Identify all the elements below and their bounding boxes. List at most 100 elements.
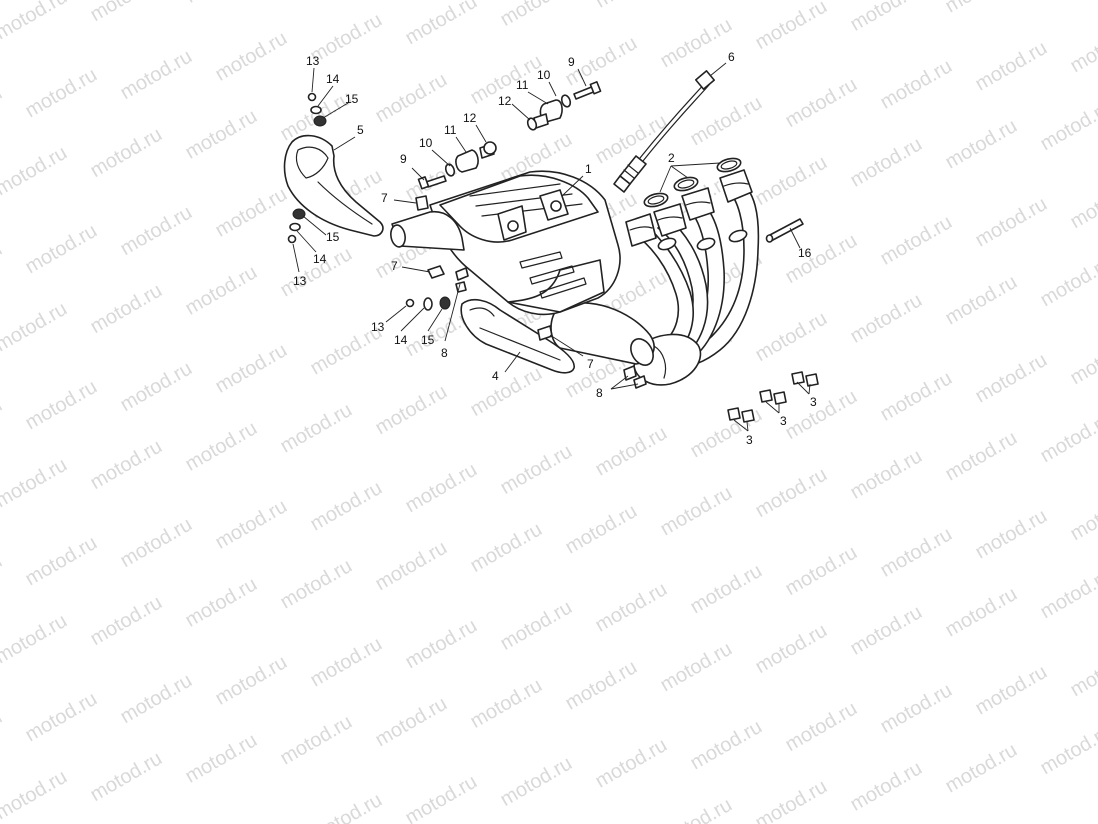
watermark-text: motod.ru — [0, 706, 6, 765]
part-16-rod — [765, 218, 804, 243]
watermark-text: motod.ru — [1037, 253, 1098, 312]
watermark-text: motod.ru — [22, 532, 101, 591]
watermark-text: motod.ru — [182, 417, 261, 476]
watermark-text: motod.ru — [0, 298, 71, 357]
watermark-text: motod.ru — [687, 560, 766, 619]
watermark-text: motod.ru — [182, 105, 261, 164]
watermark-text: motod.ru — [372, 381, 451, 440]
watermark-text: motod.ru — [277, 399, 356, 458]
callout-7b: 7 — [391, 259, 398, 273]
callout-5: 5 — [357, 123, 364, 137]
watermark-text: motod.ru — [877, 679, 956, 738]
watermark-text: motod.ru — [182, 0, 261, 8]
watermark-text: motod.ru — [972, 193, 1051, 252]
watermark-text: motod.ru — [592, 734, 671, 793]
watermark-text: motod.ru — [402, 0, 481, 49]
callout-numbers: 1 2 3 3 3 4 5 6 7 7 7 8 8 9 9 10 10 11 1… — [293, 50, 817, 447]
watermark-text: motod.ru — [117, 358, 196, 417]
callout-6: 6 — [728, 50, 735, 64]
callout-15c: 15 — [421, 333, 435, 347]
watermark-text: motod.ru — [782, 386, 861, 445]
callout-11a: 11 — [516, 78, 529, 92]
callout-13b: 13 — [293, 274, 307, 288]
watermark-text: motod.ru — [847, 289, 926, 348]
watermark-text: motod.ru — [1067, 331, 1098, 390]
watermark-text: motod.ru — [592, 578, 671, 637]
watermark-text: motod.ru — [972, 661, 1051, 720]
watermark-text: motod.ru — [657, 638, 736, 697]
watermark-text: motod.ru — [562, 500, 641, 559]
watermark-text: motod.ru — [942, 115, 1021, 174]
watermark-text: motod.ru — [497, 596, 576, 655]
watermark-text: motod.ru — [752, 0, 831, 54]
watermark-text: motod.ru — [277, 555, 356, 614]
callout-14b: 14 — [313, 252, 327, 266]
callout-10b: 10 — [419, 136, 433, 150]
watermark-text: motod.ru — [117, 46, 196, 105]
watermark-text: motod.ru — [497, 752, 576, 811]
watermark-text: motod.ru — [847, 757, 926, 816]
part-2-gaskets — [643, 157, 742, 208]
watermark-text: motod.ru — [497, 0, 576, 31]
watermark-text: motod.ru — [847, 133, 926, 192]
watermark-text: motod.ru — [1067, 19, 1098, 78]
watermark-text: motod.ru — [212, 183, 291, 242]
watermark-text: motod.ru — [117, 670, 196, 729]
watermark-text: motod.ru — [22, 220, 101, 279]
watermark-text: motod.ru — [752, 152, 831, 211]
watermark-text: motod.ru — [0, 394, 6, 453]
watermark-text: motod.ru — [0, 142, 71, 201]
watermark-text: motod.ru — [0, 550, 6, 609]
watermark-text: motod.ru — [0, 766, 71, 824]
watermark-text: motod.ru — [212, 27, 291, 86]
watermark-text: motod.ru — [212, 339, 291, 398]
callout-15a: 15 — [345, 92, 359, 106]
watermark-text: motod.ru — [212, 651, 291, 710]
callout-4: 4 — [492, 369, 499, 383]
watermark-text: motod.ru — [752, 308, 831, 367]
watermark-text: motod.ru — [117, 202, 196, 261]
watermark-text: motod.ru — [942, 271, 1021, 330]
watermark-text: motod.ru — [182, 573, 261, 632]
watermark-text: motod.ru — [1037, 721, 1098, 780]
watermark-text: motod.ru — [942, 427, 1021, 486]
watermark-text: motod.ru — [22, 688, 101, 747]
watermark-text: motod.ru — [752, 620, 831, 679]
watermark-text: motod.ru — [402, 459, 481, 518]
callout-10a: 10 — [537, 68, 551, 82]
watermark-text: motod.ru — [657, 14, 736, 73]
watermark-text: motod.ru — [467, 518, 546, 577]
watermark-text: motod.ru — [687, 92, 766, 151]
hardware — [287, 81, 819, 423]
watermark-text: motod.ru — [942, 739, 1021, 798]
watermark-text: motod.ru — [22, 64, 101, 123]
watermark-text: motod.ru — [87, 592, 166, 651]
watermark-text: motod.ru — [1037, 409, 1098, 468]
watermark-text: motod.ru — [0, 0, 71, 44]
watermark-text: motod.ru — [972, 505, 1051, 564]
watermark-text: motod.ru — [847, 0, 926, 36]
watermark-text: motod.ru — [182, 261, 261, 320]
watermark-text: motod.ru — [657, 794, 736, 824]
watermark-text: motod.ru — [782, 698, 861, 757]
watermark-text: motod.ru — [1067, 643, 1098, 702]
watermark-text: motod.ru — [657, 482, 736, 541]
watermark-text: motod.ru — [0, 454, 71, 513]
watermark-text: motod.ru — [87, 748, 166, 807]
watermark-text: motod.ru — [467, 674, 546, 733]
watermark-text: motod.ru — [752, 776, 831, 824]
watermark-text: motod.ru — [307, 477, 386, 536]
watermark-text: motod.ru — [752, 464, 831, 523]
watermark-text: motod.ru — [877, 55, 956, 114]
watermark-text: motod.ru — [87, 124, 166, 183]
callout-7c: 7 — [587, 357, 594, 371]
watermark-text: motod.ru — [182, 729, 261, 788]
callout-7a: 7 — [381, 191, 388, 205]
part-5-heat-shield — [283, 134, 384, 237]
watermark-text: motod.ru — [372, 537, 451, 596]
watermark-text: motod.ru — [942, 583, 1021, 642]
watermark-text: motod.ru — [592, 422, 671, 481]
watermark-text: motod.ru — [1067, 487, 1098, 546]
